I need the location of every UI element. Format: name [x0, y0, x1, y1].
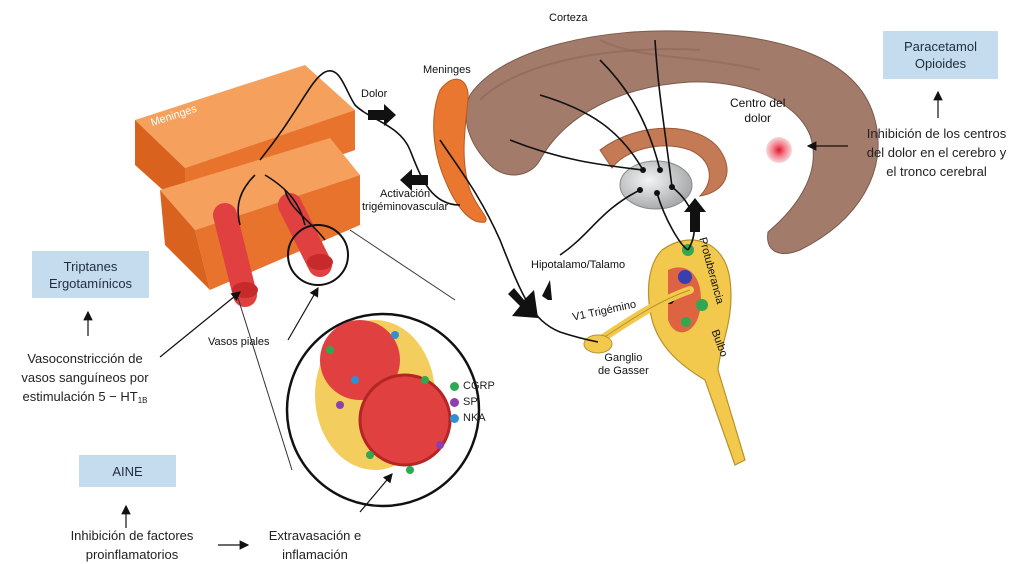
centro-dolor-label: Centro del dolor: [730, 96, 785, 126]
pain-center-dot: [766, 137, 792, 163]
gasser-ganglion: [584, 335, 612, 353]
ganglio-line-1: Ganglio: [598, 352, 649, 365]
magnified-view: [238, 225, 479, 506]
vaso-line-1: Vasoconstricción de: [5, 349, 165, 368]
legend-sp: SP: [450, 394, 495, 410]
centro-line-2: dolor: [730, 111, 785, 126]
legend-nka: NKA: [450, 410, 495, 426]
dolor-label: Dolor: [361, 88, 387, 101]
corteza-label: Corteza: [549, 12, 588, 25]
activacion-line-2: trigéminovascular: [362, 201, 448, 214]
vaso-line-3: estimulación 5 − HT1B: [5, 387, 165, 410]
inflammatory-note: Inhibición de factores proinflamatorios: [52, 526, 212, 564]
vaso-line-3-text: estimulación 5 − HT: [22, 389, 137, 404]
box-aine: AINE: [79, 455, 176, 487]
cgrp-swatch: [450, 382, 459, 391]
inflam-line-1: Inhibición de factores: [52, 526, 212, 545]
central-inhibition-note: Inhibición de los centros del dolor en e…: [854, 124, 1019, 181]
ergotaminicos-label: Ergotamínicos: [49, 275, 132, 292]
central-line-1: Inhibición de los centros: [854, 124, 1019, 143]
ganglio-line-2: de Gasser: [598, 365, 649, 378]
box-paracetamol: Paracetamol Opioides: [883, 31, 998, 79]
activacion-line-1: Activación: [362, 188, 448, 201]
vasos-piales-label: Vasos piales: [208, 336, 270, 349]
vasoconstriction-note: Vasoconstricción de vasos sanguíneos por…: [5, 349, 165, 410]
paracetamol-label: Paracetamol: [904, 38, 977, 55]
legend-cgrp: CGRP: [450, 378, 495, 394]
neuropeptide-legend: CGRP SP NKA: [450, 378, 495, 426]
central-line-2: del dolor en el cerebro y: [854, 143, 1019, 162]
brainstem: [649, 240, 746, 465]
opioides-label: Opioides: [915, 55, 966, 72]
cgrp-label: CGRP: [463, 380, 495, 392]
hipotalamo-label: Hipotalamo/Talamo: [531, 259, 625, 272]
ganglio-label: Ganglio de Gasser: [598, 352, 649, 378]
triptanes-label: Triptanes: [64, 258, 118, 275]
inflam-line-2: proinflamatorios: [52, 545, 212, 564]
meninges-small-label: Meninges: [423, 64, 471, 77]
box-triptanes: Triptanes Ergotamínicos: [32, 251, 149, 298]
nka-label: NKA: [463, 412, 486, 424]
central-line-3: el tronco cerebral: [854, 162, 1019, 181]
extrav-line-1: Extravasación e: [250, 526, 380, 545]
extravasation-note: Extravasación e inflamación: [250, 526, 380, 564]
vaso-subscript: 1B: [138, 396, 148, 405]
activacion-label: Activación trigéminovascular: [362, 188, 448, 214]
sp-swatch: [450, 398, 459, 407]
extrav-line-2: inflamación: [250, 545, 380, 564]
sp-label: SP: [463, 396, 478, 408]
vaso-line-2: vasos sanguíneos por: [5, 368, 165, 387]
centro-line-1: Centro del: [730, 96, 785, 111]
nka-swatch: [450, 414, 459, 423]
aine-label: AINE: [112, 463, 142, 480]
